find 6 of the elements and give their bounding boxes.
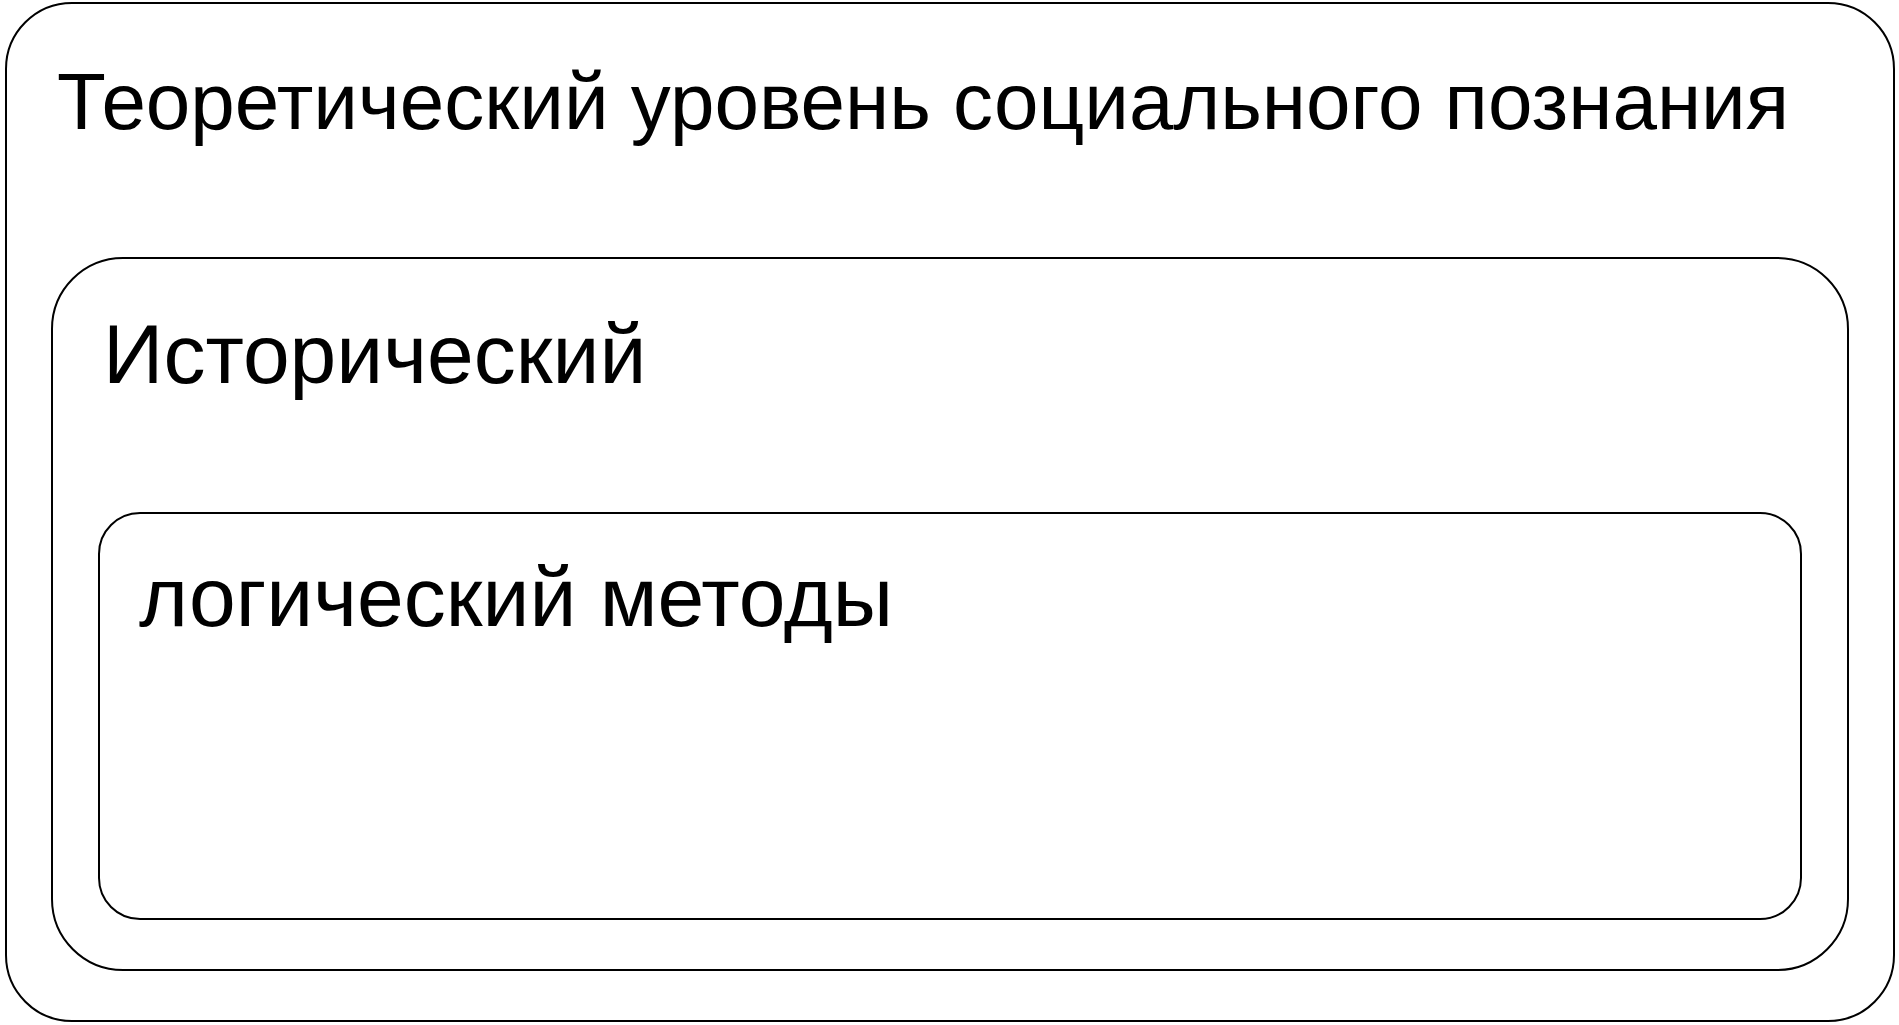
rounded-box [5, 2, 1895, 1022]
box-heading: логический методы [139, 549, 894, 646]
rounded-box [98, 512, 1802, 920]
box-heading: Теоретический уровень социального познания [57, 56, 1790, 148]
rounded-box [51, 257, 1849, 971]
box-heading: Исторический [103, 306, 647, 403]
